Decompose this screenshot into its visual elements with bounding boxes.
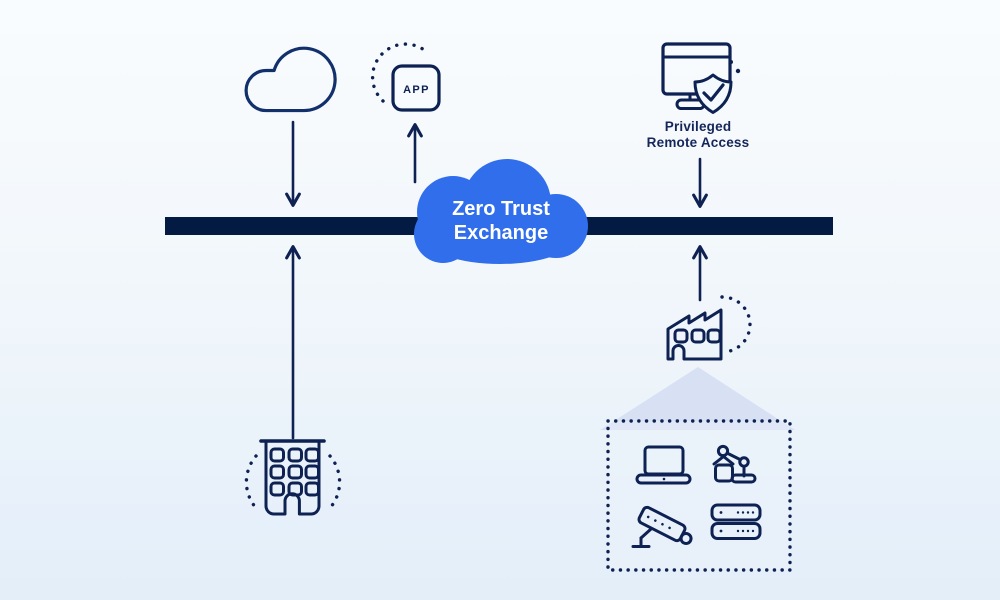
zte-label-line2: Exchange xyxy=(454,222,548,244)
factory-dotted-arc xyxy=(720,295,752,354)
cctv-camera-icon xyxy=(631,505,693,548)
privileged-remote-access-icon: Privileged Remote Access xyxy=(647,42,750,150)
shield-check-icon xyxy=(693,60,741,114)
pra-label-line2: Remote Access xyxy=(647,135,750,150)
building-dotted-arc-left xyxy=(244,454,258,510)
server-rack-icon xyxy=(710,503,762,540)
app-dotted-arc xyxy=(370,42,430,103)
robot-arm-icon xyxy=(712,444,757,484)
shield-dot xyxy=(735,68,741,74)
factory-icon xyxy=(666,295,752,361)
shield-dot xyxy=(729,60,733,64)
app-box xyxy=(391,64,441,112)
app-icon: APP xyxy=(370,42,441,112)
factory-windows xyxy=(673,328,722,344)
building-windows xyxy=(269,447,320,497)
building-icon xyxy=(244,439,342,516)
building-dotted-arc-right xyxy=(328,454,342,510)
pra-label-line1: Privileged xyxy=(665,119,732,134)
highlight-triangle xyxy=(600,367,795,430)
app-label: APP xyxy=(403,84,430,96)
cloud-icon xyxy=(244,46,337,113)
dotted-box-border xyxy=(606,419,792,572)
zero-trust-exchange-cloud: Zero Trust Exchange xyxy=(414,159,588,264)
laptop-icon xyxy=(635,445,692,485)
ot-devices-box xyxy=(606,419,792,572)
zte-label-line1: Zero Trust xyxy=(452,198,550,220)
